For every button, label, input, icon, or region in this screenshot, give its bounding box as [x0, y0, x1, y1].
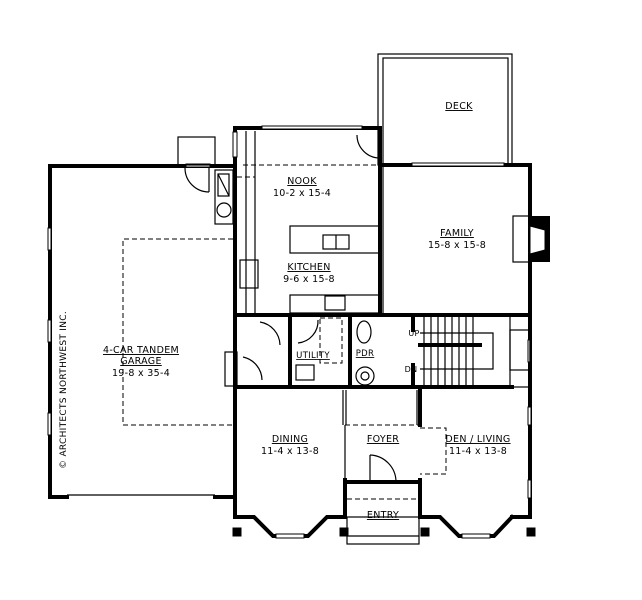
posts: [232, 527, 536, 537]
copyright-text: © ARCHITECTS NORTHWEST INC.: [59, 311, 69, 469]
nook-door: [356, 134, 381, 159]
stairs: [418, 313, 532, 427]
label-nook: NOOK: [287, 176, 317, 187]
label-dining-dims: 11-4 x 13-8: [261, 446, 319, 457]
label-stairs-down: DN: [405, 365, 418, 374]
kitchen-fixtures: [237, 131, 384, 317]
room-labels: DECK NOOK 10-2 x 15-4 KITCHEN 9-6 x 15-8…: [59, 101, 510, 521]
label-kitchen-dims: 9-6 x 15-8: [283, 274, 335, 285]
label-entry: ENTRY: [367, 510, 399, 521]
label-utility: UTILITY: [296, 351, 330, 361]
label-dining: DINING: [272, 434, 308, 445]
label-deck: DECK: [445, 101, 473, 112]
label-kitchen: KITCHEN: [287, 262, 330, 273]
windows: [47, 125, 532, 539]
utility-pdr: [224, 313, 422, 389]
entry-porch: [346, 498, 420, 545]
label-family-dims: 15-8 x 15-8: [428, 240, 486, 251]
label-den-dims: 11-4 x 13-8: [449, 446, 507, 457]
label-den: DEN / LIVING: [445, 434, 510, 445]
label-pdr: PDR: [356, 349, 374, 359]
label-nook-dims: 10-2 x 15-4: [273, 188, 331, 199]
label-stairs-up: UP: [408, 329, 419, 338]
garage-entry: [177, 136, 234, 225]
label-garage-2: GARAGE: [120, 356, 162, 367]
foyer-walls: [342, 390, 447, 483]
label-garage-dims: 19-8 x 35-4: [112, 368, 170, 379]
label-family: FAMILY: [440, 228, 474, 239]
fireplace: [512, 215, 550, 263]
garage-car-outline: [122, 238, 233, 426]
label-foyer: FOYER: [367, 434, 399, 445]
label-garage: 4-CAR TANDEM: [103, 345, 179, 356]
